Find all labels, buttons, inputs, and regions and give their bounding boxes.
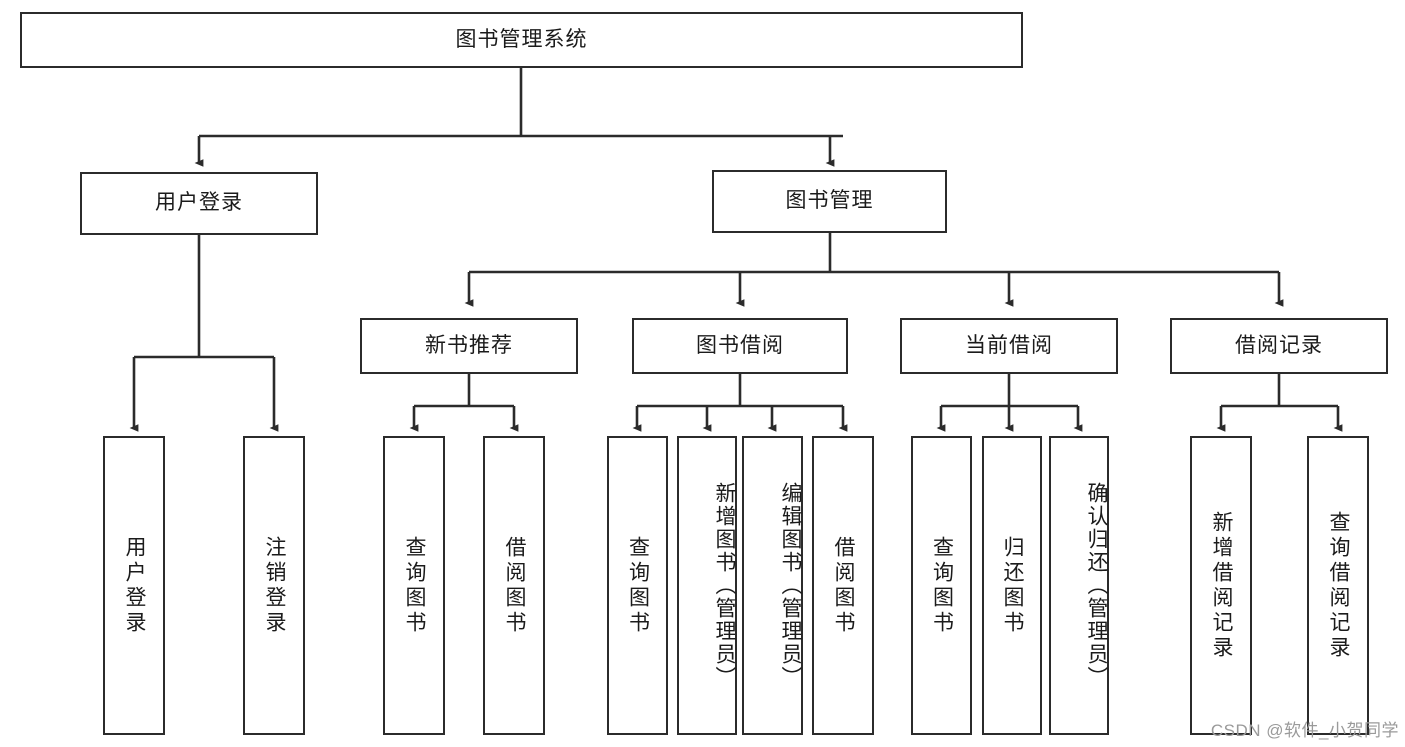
node-label: 注销登录	[263, 535, 287, 636]
leaf-recommend-query-book[interactable]: 查询图书	[383, 436, 445, 735]
node-label: 查询图书	[930, 535, 954, 636]
leaf-user-login-login[interactable]: 用户登录	[103, 436, 165, 735]
leaf-user-login-logout[interactable]: 注销登录	[243, 436, 305, 735]
node-label: 新增借阅记录	[1210, 510, 1234, 661]
node-label: 确认归还（管理员）	[1085, 482, 1108, 689]
leaf-records-add-record[interactable]: 新增借阅记录	[1190, 436, 1252, 735]
node-root-system[interactable]: 图书管理系统	[20, 12, 1023, 68]
leaf-borrow-borrow-book[interactable]: 借阅图书	[812, 436, 874, 735]
node-label: 查询借阅记录	[1327, 510, 1351, 661]
node-book-borrow[interactable]: 图书借阅	[632, 318, 848, 374]
leaf-borrow-edit-book-admin[interactable]: 编辑图书（管理员）	[742, 436, 803, 735]
node-label: 借阅图书	[503, 535, 527, 636]
node-label: 图书管理	[785, 189, 874, 213]
node-label: 用户登录	[155, 191, 243, 215]
csdn-watermark: CSDN @软件_小贺同学	[1210, 721, 1399, 740]
leaf-recommend-borrow-book[interactable]: 借阅图书	[483, 436, 545, 735]
node-label: 图书借阅	[696, 333, 784, 357]
node-label: 新增图书（管理员）	[713, 482, 736, 689]
node-new-book-recommend[interactable]: 新书推荐	[360, 318, 578, 374]
node-borrow-records[interactable]: 借阅记录	[1170, 318, 1388, 374]
leaf-borrow-query-book[interactable]: 查询图书	[607, 436, 668, 735]
node-label: 新书推荐	[425, 333, 513, 357]
node-label: 查询图书	[403, 535, 427, 636]
node-label: 借阅记录	[1235, 333, 1323, 357]
node-book-management[interactable]: 图书管理	[712, 170, 947, 233]
leaf-records-query-record[interactable]: 查询借阅记录	[1307, 436, 1369, 735]
node-label: 图书管理系统	[455, 27, 588, 51]
node-label: 用户登录	[123, 535, 147, 636]
leaf-current-confirm-return-admin[interactable]: 确认归还（管理员）	[1049, 436, 1109, 735]
leaf-current-query-book[interactable]: 查询图书	[911, 436, 972, 735]
node-label: 归还图书	[1001, 535, 1025, 636]
node-label: 借阅图书	[832, 535, 856, 636]
leaf-borrow-add-book-admin[interactable]: 新增图书（管理员）	[677, 436, 737, 735]
node-user-login[interactable]: 用户登录	[80, 172, 318, 235]
node-label: 查询图书	[626, 535, 650, 636]
node-label: 编辑图书（管理员）	[779, 482, 802, 689]
leaf-current-return-book[interactable]: 归还图书	[982, 436, 1042, 735]
node-current-borrow[interactable]: 当前借阅	[900, 318, 1118, 374]
node-label: 当前借阅	[965, 333, 1053, 357]
